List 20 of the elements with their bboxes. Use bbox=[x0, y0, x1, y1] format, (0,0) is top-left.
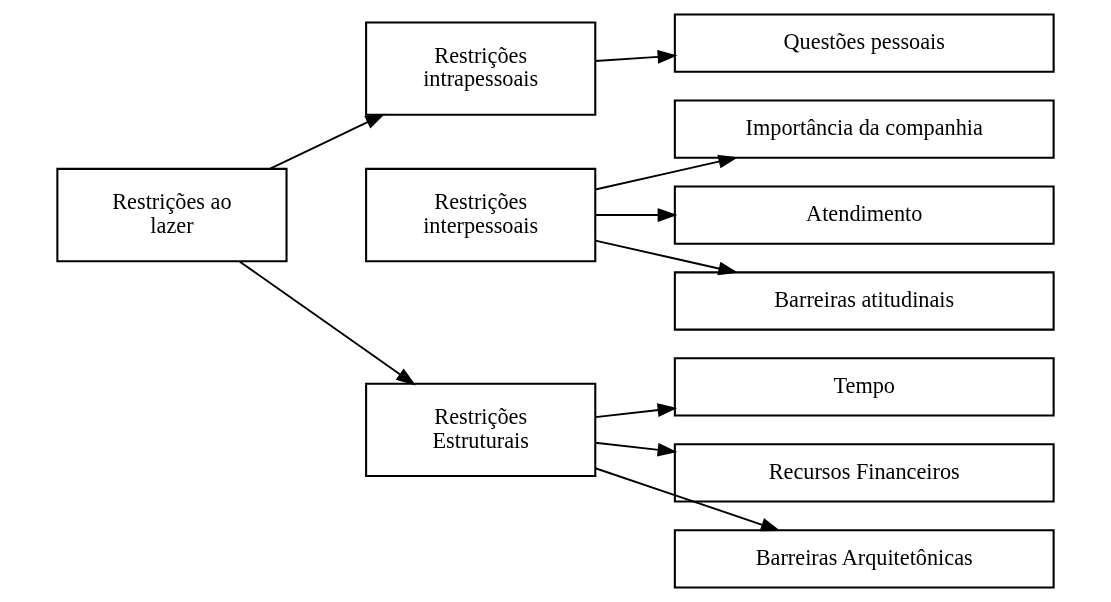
node-box: Questões pessoais bbox=[673, 13, 1055, 73]
node-box: Restrições interpessoais bbox=[365, 167, 597, 263]
arrow bbox=[594, 239, 739, 276]
node-box: Barreiras atitudinais bbox=[673, 271, 1055, 331]
arrow bbox=[594, 467, 781, 532]
arrow bbox=[238, 260, 416, 386]
node-box: Atendimento bbox=[673, 185, 1055, 245]
arrow bbox=[594, 441, 678, 457]
arrow bbox=[594, 154, 739, 191]
node-box: Importância da companhia bbox=[673, 99, 1055, 159]
node-box: Restrições Estruturais bbox=[365, 382, 597, 478]
node-box: Restrições ao lazer bbox=[56, 167, 288, 263]
node-box: Restrições intrapessoais bbox=[365, 21, 597, 116]
node-box: Recursos Financeiros bbox=[673, 443, 1055, 503]
node-box: Barreiras Arquitetônicas bbox=[673, 529, 1055, 589]
arrow bbox=[269, 113, 386, 170]
arrow bbox=[594, 50, 678, 64]
arrow bbox=[594, 403, 678, 419]
arrow bbox=[594, 208, 678, 222]
node-box: Tempo bbox=[673, 357, 1055, 417]
